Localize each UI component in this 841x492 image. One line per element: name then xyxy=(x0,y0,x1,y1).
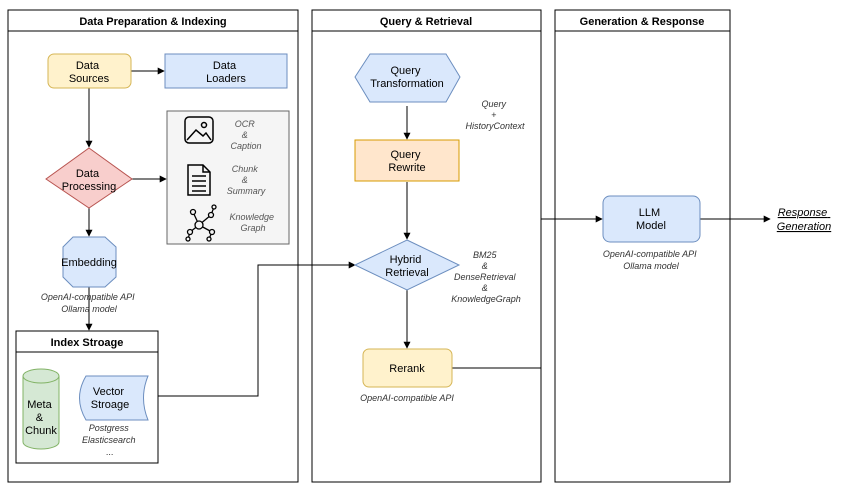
image-icon xyxy=(184,116,214,144)
vector-note-line3: ... xyxy=(106,447,114,457)
node-hybrid-retrieval: Hybrid Retrieval xyxy=(353,239,461,291)
hybrid-note-line2: & xyxy=(482,261,488,271)
svg-text:OpenAI-compatible API Olla: OpenAI-compatible API Ollama model xyxy=(603,249,699,271)
node-rewrite-line1: Query xyxy=(390,149,420,161)
node-data-processing: Data Processing xyxy=(45,147,133,209)
node-data-processing-line1: Data xyxy=(76,168,100,180)
document-icon xyxy=(187,164,211,196)
history-note-line3: HistoryContext xyxy=(465,121,525,131)
svg-text:Data Sources: Data Sources xyxy=(69,60,110,85)
index-storage-title: Index Stroage xyxy=(51,337,124,349)
lane-data-preparation: Data Preparation & Indexing xyxy=(7,9,299,483)
llm-note-line2: Ollama model xyxy=(623,261,680,271)
svg-text:Knowledge Graph: Knowledge Graph xyxy=(229,212,276,233)
node-hybrid-line1: Hybrid xyxy=(390,254,422,266)
node-llm-line2: Model xyxy=(636,220,666,232)
node-data-loaders-line2: Loaders xyxy=(206,73,246,85)
kg-line2: Graph xyxy=(240,223,265,233)
node-data-loaders: Data Loaders xyxy=(164,53,288,89)
node-llm-line1: LLM xyxy=(639,207,660,219)
node-vector-line2: Stroage xyxy=(91,399,130,411)
svg-text:Chunk & Summary: Chunk & Summary xyxy=(227,164,266,196)
svg-text:Data Loaders: Data Loaders xyxy=(206,60,246,85)
lane-title-gen: Generation & Response xyxy=(580,16,705,28)
svg-text:Data Processing: Data Processing xyxy=(62,168,116,193)
knowledge-graph-icon xyxy=(185,204,217,242)
node-data-sources: Data Sources xyxy=(47,53,132,89)
node-llm-model: LLM Model xyxy=(602,195,701,243)
node-embedding: Embedding xyxy=(61,236,117,288)
hybrid-note-line1: BM25 xyxy=(473,250,498,260)
svg-text:Query Rewrite: Query Rewrite xyxy=(388,149,425,174)
node-meta-line3: Chunk xyxy=(25,425,57,437)
ocr-line3: Caption xyxy=(230,141,261,151)
node-vector-storage: Vector Stroage xyxy=(79,375,149,421)
edge-vector-hybrid xyxy=(158,261,356,397)
chunk-line2: & xyxy=(242,175,248,185)
node-data-processing-line2: Processing xyxy=(62,181,116,193)
edges xyxy=(85,67,771,397)
history-note-line1: Query xyxy=(481,99,506,109)
node-transform-line2: Transformation xyxy=(370,78,444,90)
llm-note-line1: OpenAI-compatible API xyxy=(603,249,697,259)
svg-text:OCR & Caption: OCR & Caption xyxy=(230,119,261,151)
lane-title-query: Query & Retrieval xyxy=(380,16,472,28)
node-data-loaders-line1: Data xyxy=(213,60,237,72)
vector-note-line2: Elasticsearch xyxy=(82,435,136,445)
embedding-note-line1: OpenAI-compatible API xyxy=(41,292,135,302)
node-query-transformation: Query Transformation xyxy=(354,53,461,103)
history-note-line2: + xyxy=(491,110,496,120)
node-meta-line1: Meta xyxy=(27,399,52,411)
ocr-line2: & xyxy=(242,130,248,140)
svg-text:Meta & Chunk: Meta & Chunk xyxy=(25,399,57,437)
svg-text:Hybrid Retrieval: Hybrid Retrieval xyxy=(385,254,428,279)
svg-text:Response Generation: Response Generation xyxy=(777,207,831,233)
node-rerank-label: Rerank xyxy=(389,363,425,375)
svg-text:OpenAI-compatible API Olla: OpenAI-compatible API Ollama model xyxy=(41,292,137,314)
node-data-sources-line2: Sources xyxy=(69,73,110,85)
hybrid-note-line3: DenseRetrieval xyxy=(454,272,517,282)
svg-text:Query Transformation: Query Transformation xyxy=(370,65,444,90)
node-vector-line1: Vector xyxy=(93,386,125,398)
svg-text:Query + HistoryContext: Query + HistoryContext xyxy=(465,99,525,131)
svg-text:Vector Stroage: Vector Stroage xyxy=(91,386,130,411)
node-data-sources-line1: Data xyxy=(76,60,100,72)
hybrid-note-line4: & xyxy=(482,283,488,293)
node-meta-line2: & xyxy=(36,412,44,424)
lane-generation-response: Generation & Response xyxy=(554,9,731,483)
vector-note-line1: Postgress xyxy=(89,423,130,433)
response-line1: Response xyxy=(778,207,828,219)
ocr-line1: OCR xyxy=(235,119,256,129)
lane-title-prep: Data Preparation & Indexing xyxy=(79,16,226,28)
svg-text:BM25 & DenseRetrieval: BM25 & DenseRetrieval & KnowledgeGraph xyxy=(451,250,521,304)
node-hybrid-line2: Retrieval xyxy=(385,267,428,279)
node-transform-line1: Query xyxy=(390,65,420,77)
node-rewrite-line2: Rewrite xyxy=(388,162,425,174)
svg-text:Postgress Elasticsearch: Postgress Elasticsearch ... xyxy=(82,423,138,457)
edge-rerank-llm xyxy=(452,215,603,369)
node-meta-chunk: Meta & Chunk xyxy=(22,368,60,450)
chunk-line1: Chunk xyxy=(232,164,259,174)
node-embedding-label: Embedding xyxy=(61,257,117,269)
embedding-note-line2: Ollama model xyxy=(61,304,118,314)
processing-tools-panel: OCR & Caption Chunk & Summary xyxy=(166,110,290,245)
node-rerank: Rerank xyxy=(362,348,453,388)
rerank-note: OpenAI-compatible API xyxy=(360,393,454,403)
kg-line1: Knowledge xyxy=(229,212,274,222)
chunk-line3: Summary xyxy=(227,186,266,196)
response-line2: Generation xyxy=(777,221,831,233)
svg-text:LLM Model: LLM Model xyxy=(636,207,666,232)
hybrid-note-line5: KnowledgeGraph xyxy=(451,294,521,304)
node-query-rewrite: Query Rewrite xyxy=(354,139,460,182)
